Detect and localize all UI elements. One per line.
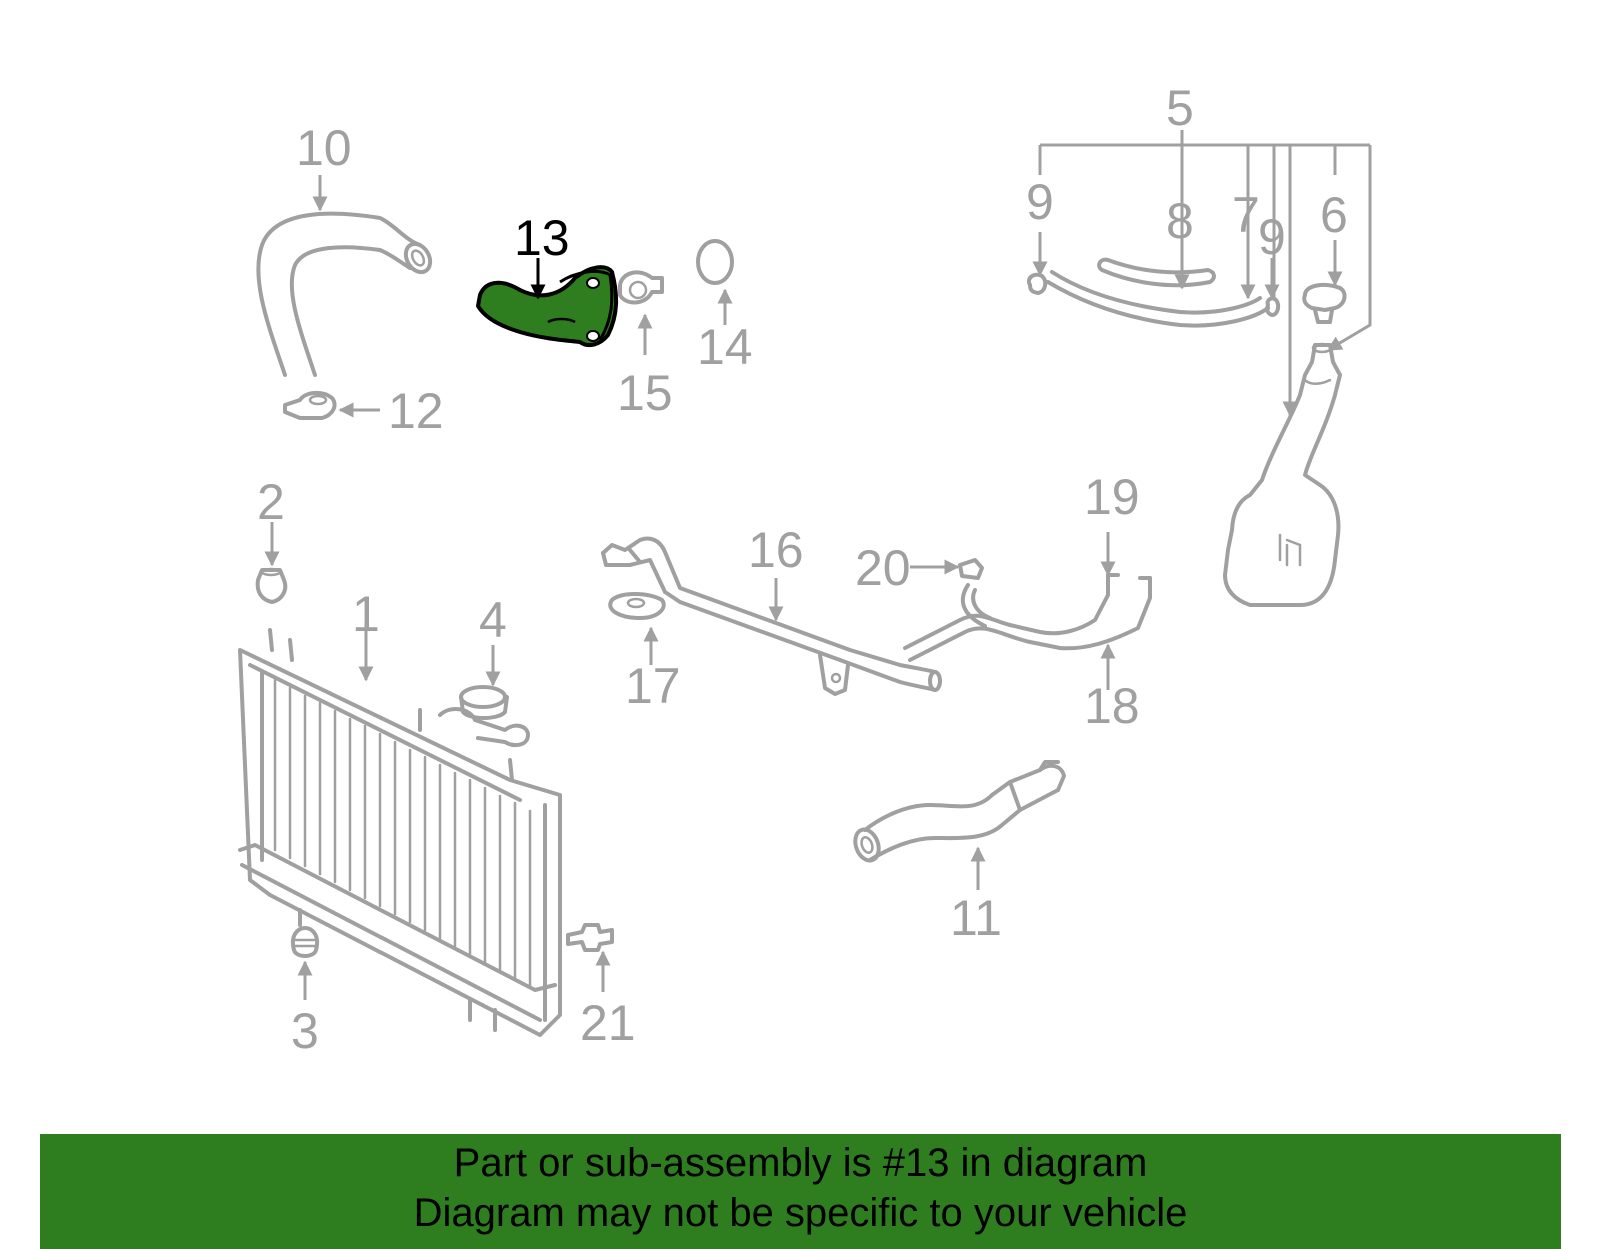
radiator-cap[interactable] [438, 685, 530, 748]
callout-2: 2 [257, 474, 285, 530]
water-outlet-highlighted[interactable] [476, 265, 619, 348]
callout-8: 8 [1166, 193, 1194, 249]
callout-10: 10 [296, 120, 352, 176]
info-banner: Part or sub-assembly is #13 in diagram D… [40, 1134, 1561, 1249]
callout-18: 18 [1084, 678, 1140, 734]
callout-3: 3 [291, 1003, 319, 1059]
banner-line-2: Diagram may not be specific to your vehi… [413, 1191, 1188, 1235]
callout-7: 7 [1232, 187, 1260, 243]
clamp-small-right[interactable] [1265, 296, 1281, 317]
parts-diagram: 10 12 13 15 14 2 [238, 80, 1372, 1059]
callout-11: 11 [950, 890, 1002, 946]
callout-17: 17 [625, 658, 681, 714]
bypass-gasket[interactable] [608, 592, 666, 620]
callout-4: 4 [479, 592, 507, 648]
reserve-hose[interactable] [1097, 257, 1216, 288]
callout-19: 19 [1084, 469, 1140, 525]
water-bypass-pipe[interactable] [601, 536, 942, 696]
callout-21: 21 [580, 995, 636, 1051]
callout-13: 13 [514, 210, 570, 266]
radiator[interactable] [238, 628, 562, 1037]
drain-plug[interactable] [566, 923, 614, 952]
lower-mount[interactable] [291, 926, 319, 958]
callout-1: 1 [352, 586, 380, 642]
callout-14: 14 [697, 319, 753, 375]
gasket[interactable] [696, 239, 734, 285]
thermostat[interactable] [618, 270, 664, 305]
reserve-tank-cap[interactable] [1302, 282, 1347, 324]
callout-9a: 9 [1026, 174, 1054, 230]
hose-clamp[interactable] [283, 391, 337, 420]
callout-16: 16 [748, 522, 804, 578]
lower-radiator-hose[interactable] [851, 760, 1066, 864]
reserve-tank[interactable] [1223, 342, 1342, 607]
upper-radiator-hose[interactable] [256, 211, 435, 377]
upper-mount[interactable] [255, 567, 288, 604]
banner-line-1: Part or sub-assembly is #13 in diagram [453, 1141, 1148, 1185]
clamp-small-left[interactable] [1027, 272, 1048, 295]
pipe-clip[interactable] [958, 558, 984, 580]
callout-5: 5 [1166, 80, 1194, 136]
callout-15: 15 [617, 365, 673, 421]
callout-9b: 9 [1258, 209, 1286, 265]
callout-12: 12 [388, 383, 444, 439]
callout-6: 6 [1320, 187, 1348, 243]
overflow-tube[interactable] [1046, 270, 1270, 328]
callout-20: 20 [855, 540, 911, 596]
heater-pipe[interactable] [903, 573, 1152, 662]
